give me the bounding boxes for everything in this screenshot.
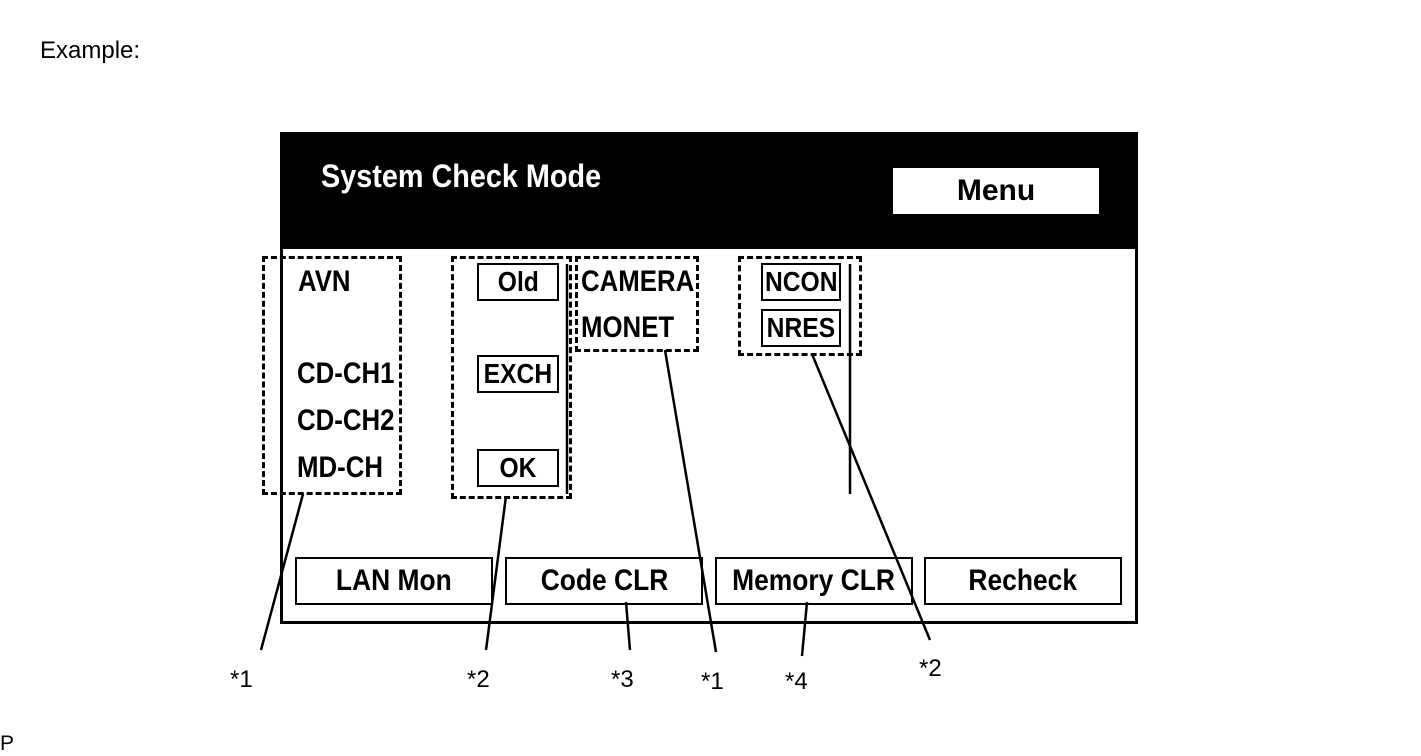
menu-button-label: Menu [956, 174, 1036, 207]
status-button-ncon[interactable]: NCON [761, 263, 841, 301]
screen-title: System Check Mode [321, 158, 602, 194]
callout-c2-right: *2 [919, 655, 942, 682]
menu-button[interactable]: Menu [893, 168, 1099, 214]
system-check-screen: System Check Mode Menu AVN CD-CH1 CD-CH2… [280, 132, 1138, 624]
callout-c4: *4 [785, 668, 808, 695]
callout-c1-right: *1 [701, 668, 724, 695]
callout-c1-left: *1 [230, 666, 253, 693]
recheck-button[interactable]: Recheck [924, 557, 1122, 605]
device-name-cd-ch1: CD-CH1 [297, 357, 395, 390]
status-button-exch[interactable]: EXCH [477, 355, 559, 393]
group-box-status-right [738, 256, 862, 356]
status-button-nres[interactable]: NRES [761, 309, 841, 347]
memory-clr-button[interactable]: Memory CLR [715, 557, 913, 605]
device-name-cd-ch2: CD-CH2 [297, 404, 395, 437]
callout-c2-left: *2 [467, 666, 490, 693]
device-name-monet: MONET [581, 311, 675, 344]
status-button-ok[interactable]: OK [477, 449, 559, 487]
status-button-old[interactable]: Old [477, 263, 559, 301]
device-name-md-ch: MD-CH [297, 451, 383, 484]
callout-c3: *3 [611, 666, 634, 693]
lan-mon-button[interactable]: LAN Mon [295, 557, 493, 605]
group-box-device-names-right [575, 256, 699, 352]
example-label: Example: [40, 37, 141, 64]
corner-label: P [0, 732, 15, 755]
device-name-avn: AVN [298, 265, 351, 298]
code-clr-button[interactable]: Code CLR [505, 557, 703, 605]
group-box-device-names-left [262, 256, 402, 495]
device-name-camera: CAMERA [581, 265, 695, 298]
group-box-status-left [451, 256, 572, 499]
screen-header: System Check Mode Menu [283, 135, 1135, 249]
